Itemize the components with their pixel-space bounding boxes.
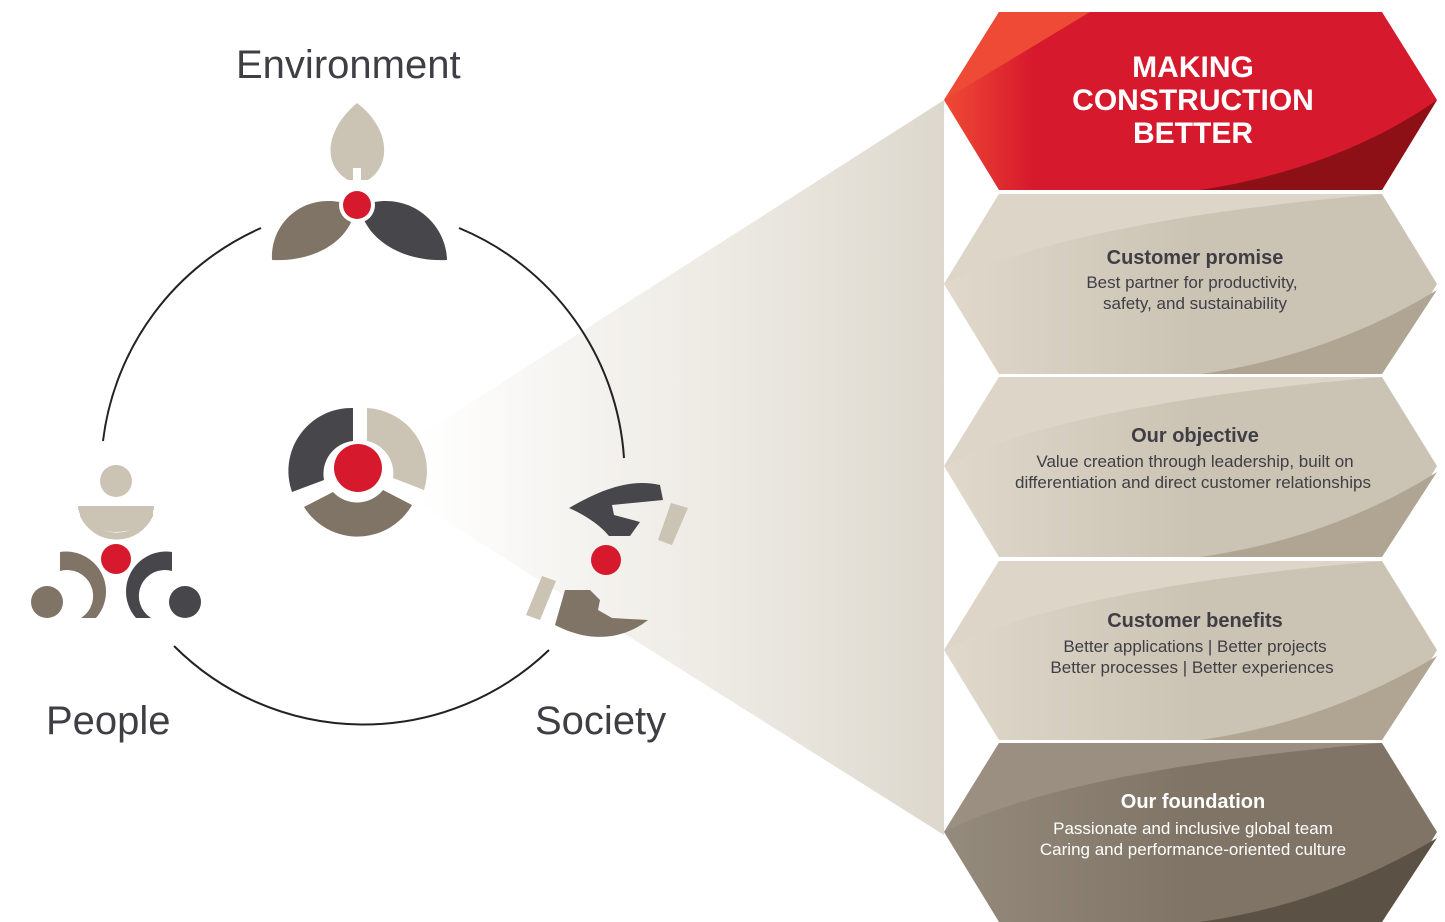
- band-text: Better processes | Better experiences: [1050, 658, 1333, 677]
- banner-line-2: CONSTRUCTION: [1072, 84, 1314, 117]
- band-our-foundation: Our foundation Passionate and inclusive …: [944, 743, 1437, 922]
- cycle-ring: [102, 227, 625, 726]
- people-icon: [31, 465, 201, 618]
- band-text: differentiation and direct customer rela…: [1015, 473, 1371, 492]
- center-emblem: [288, 407, 427, 537]
- band-title: Customer promise: [1107, 247, 1284, 269]
- society-label: Society: [535, 699, 666, 743]
- band-text: Best partner for productivity,: [1086, 273, 1297, 292]
- leaf-icon: [271, 103, 447, 261]
- band-text: Value creation through leadership, built…: [1036, 452, 1353, 471]
- people-label: People: [46, 699, 171, 743]
- band-title: Customer benefits: [1107, 610, 1283, 632]
- band-text: Better applications | Better projects: [1063, 637, 1326, 656]
- banner-line-3: BETTER: [1133, 117, 1253, 150]
- banner-line-1: MAKING: [1132, 51, 1254, 84]
- handshake-icon: [526, 482, 688, 637]
- ribbon-banner: MAKING CONSTRUCTION BETTER: [944, 12, 1437, 190]
- band-text: Passionate and inclusive global team: [1053, 819, 1333, 838]
- band-title: Our objective: [1131, 425, 1259, 447]
- band-text: safety, and sustainability: [1103, 294, 1287, 313]
- band-title: Our foundation: [1121, 791, 1265, 813]
- band-customer-benefits: Customer benefits Better applications | …: [944, 561, 1437, 740]
- light-beam: [420, 100, 944, 835]
- band-text: Caring and performance-oriented culture: [1040, 840, 1346, 859]
- band-customer-promise: Customer promise Best partner for produc…: [944, 194, 1437, 374]
- environment-label: Environment: [236, 43, 461, 87]
- band-our-objective: Our objective Value creation through lea…: [944, 377, 1437, 557]
